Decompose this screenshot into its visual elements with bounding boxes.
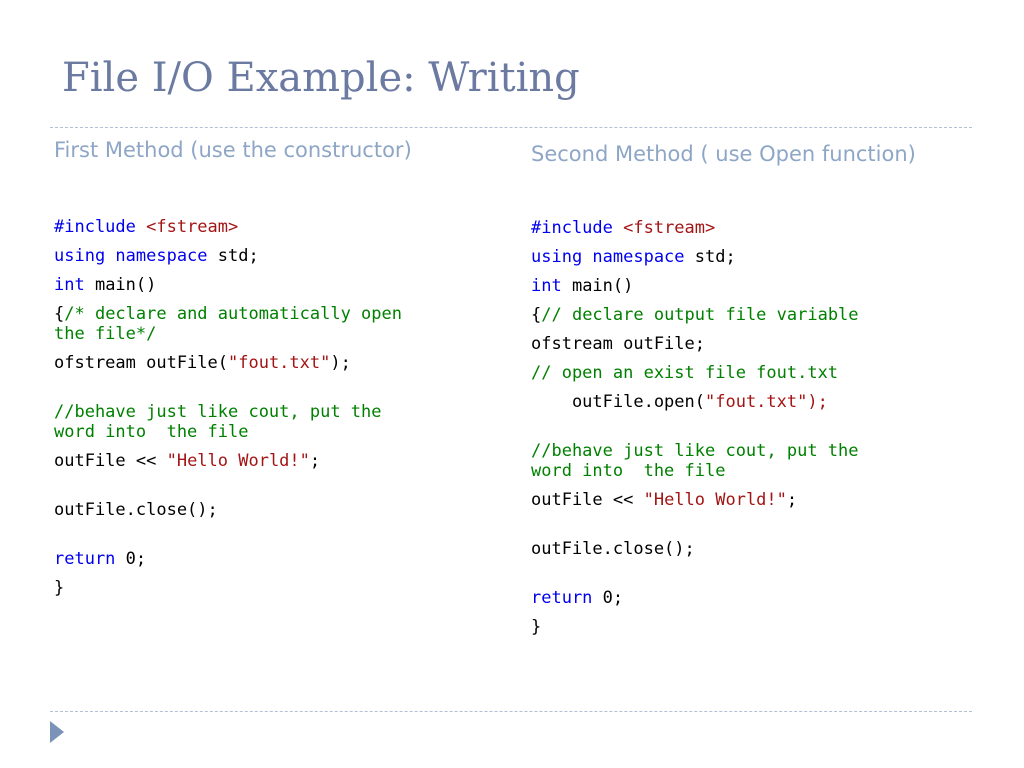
left-code-line: int main() [54,275,157,295]
left-column-heading: First Method (use the constructor) [54,138,412,162]
right-code-line: ofstream outFile; [531,334,705,354]
left-code-line: //behave just like cout, put the [54,402,382,422]
top-divider [50,127,972,128]
right-code-line: using namespace std; [531,247,736,267]
left-code-line: outFile.close(); [54,500,218,520]
bottom-divider [50,711,972,712]
slide-title: File I/O Example: Writing [62,55,580,101]
right-code-line: {// declare output file variable [531,305,859,325]
left-code-line: {/* declare and automatically open [54,304,403,324]
right-code-line: //behave just like cout, put the [531,441,859,461]
left-code-line: ofstream outFile("fout.txt"); [54,353,351,373]
left-code-line: using namespace std; [54,246,259,266]
right-code-line: outFile.close(); [531,539,695,559]
right-code-line: outFile.open("fout.txt"); [531,392,828,412]
left-code-line: } [54,578,65,598]
right-code-line: } [531,617,542,637]
right-code-line: #include <fstream> [531,218,716,238]
left-code-line: return 0; [54,549,147,569]
right-code-line: outFile << "Hello World!"; [531,490,798,510]
left-code-line: #include <fstream> [54,217,239,237]
right-code-block: #include <fstream> using namespace std; … [531,218,859,637]
left-code-line: outFile << "Hello World!"; [54,451,321,471]
left-code-block: #include <fstream> using namespace std; … [54,217,402,598]
triangle-bullet-icon [50,721,64,743]
left-code-line: word into the file [54,422,249,442]
left-code-line: the file*/ [54,324,157,344]
right-code-line: return 0; [531,588,624,608]
right-code-line: int main() [531,276,634,296]
right-column-heading: Second Method ( use Open function) [531,142,916,166]
right-code-line: // open an exist file fout.txt [531,363,839,383]
right-code-line: word into the file [531,461,726,481]
